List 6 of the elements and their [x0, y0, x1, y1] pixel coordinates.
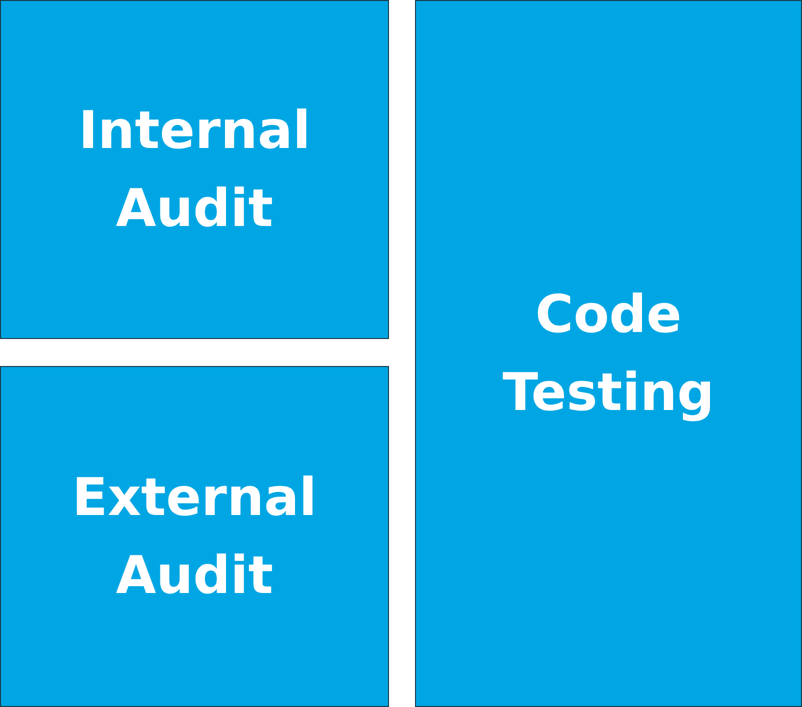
block-title: External Audit [71, 466, 318, 608]
category-block [0, 0, 389, 339]
category-block [415, 0, 802, 707]
block-title: Internal Audit [77, 100, 312, 240]
block-title: Code Testing [502, 284, 716, 424]
category-block [0, 366, 389, 707]
